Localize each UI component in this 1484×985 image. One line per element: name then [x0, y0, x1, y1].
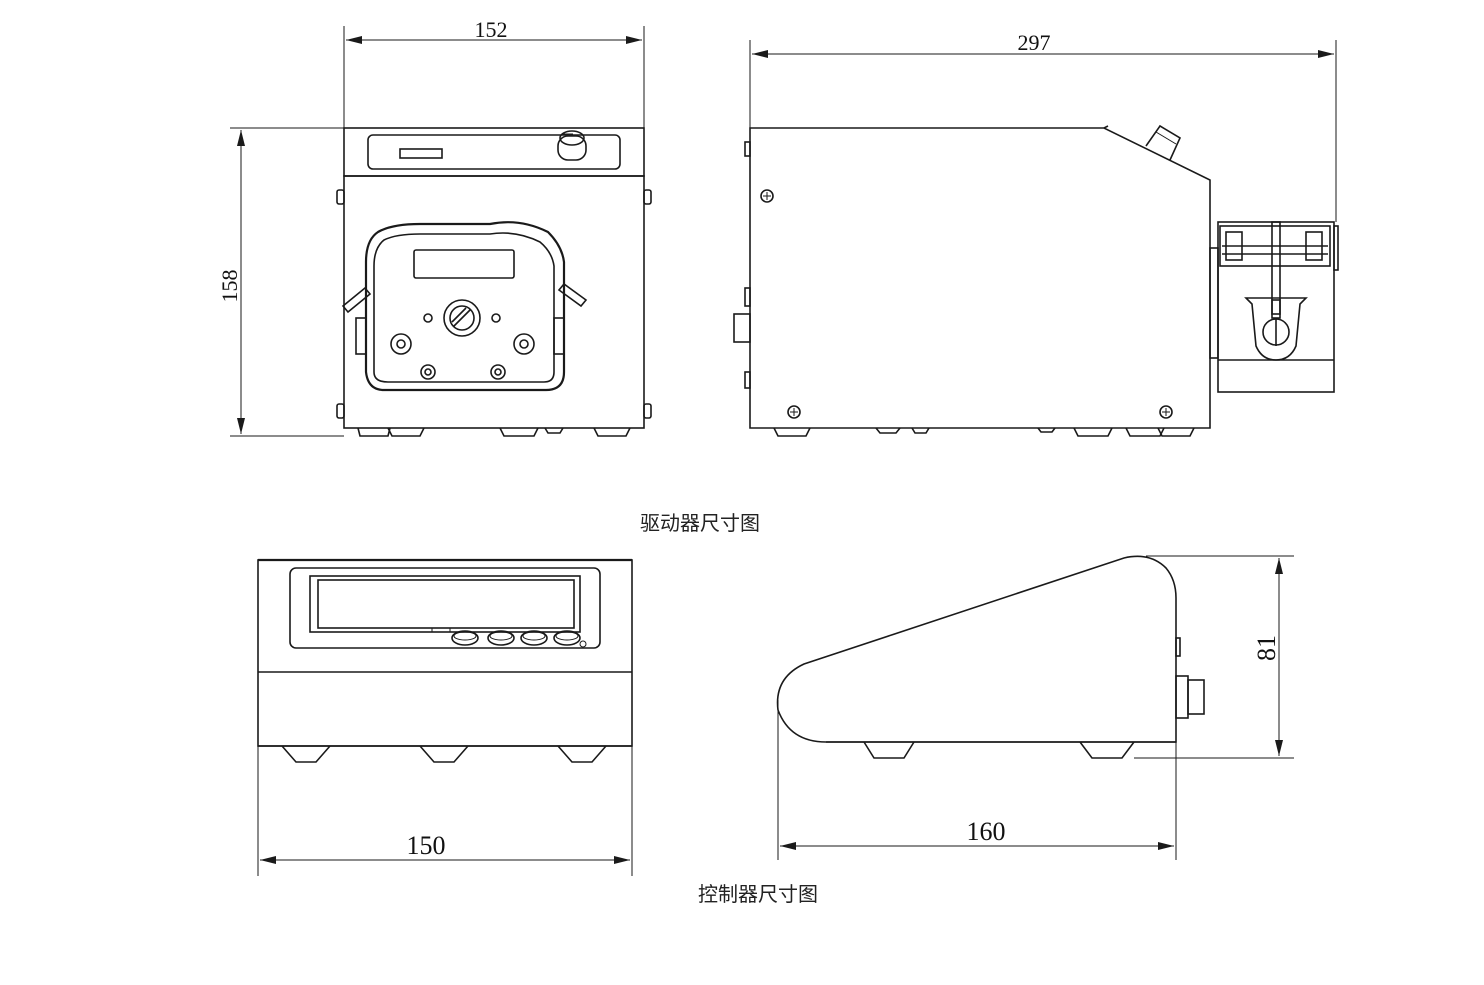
drive-front-view	[336, 127, 652, 437]
drive-caption: 驱动器尺寸图	[640, 511, 760, 535]
controller-side-view	[776, 555, 1205, 759]
knob-icon	[557, 130, 587, 161]
dim-drive-side-length: 297	[1018, 30, 1051, 55]
drive-front-dimensions: 152 158	[217, 17, 645, 437]
drive-side-dimensions: 297	[749, 30, 1337, 222]
controller-front-view	[257, 558, 633, 763]
dim-drive-height: 158	[217, 270, 242, 303]
dim-controller-front-width: 150	[407, 831, 446, 860]
screw-icon	[760, 189, 774, 203]
keypad	[451, 630, 587, 648]
dim-controller-side-length: 160	[967, 817, 1006, 846]
controller-front-dimensions: 150	[257, 746, 633, 876]
drive-side-view	[733, 124, 1339, 437]
dim-drive-front-width: 152	[475, 17, 508, 42]
controller-side-dimensions: 160 81	[777, 555, 1294, 860]
controller-caption: 控制器尺寸图	[698, 882, 818, 906]
dim-controller-height: 81	[1252, 635, 1281, 661]
shaft-icon	[443, 299, 481, 337]
